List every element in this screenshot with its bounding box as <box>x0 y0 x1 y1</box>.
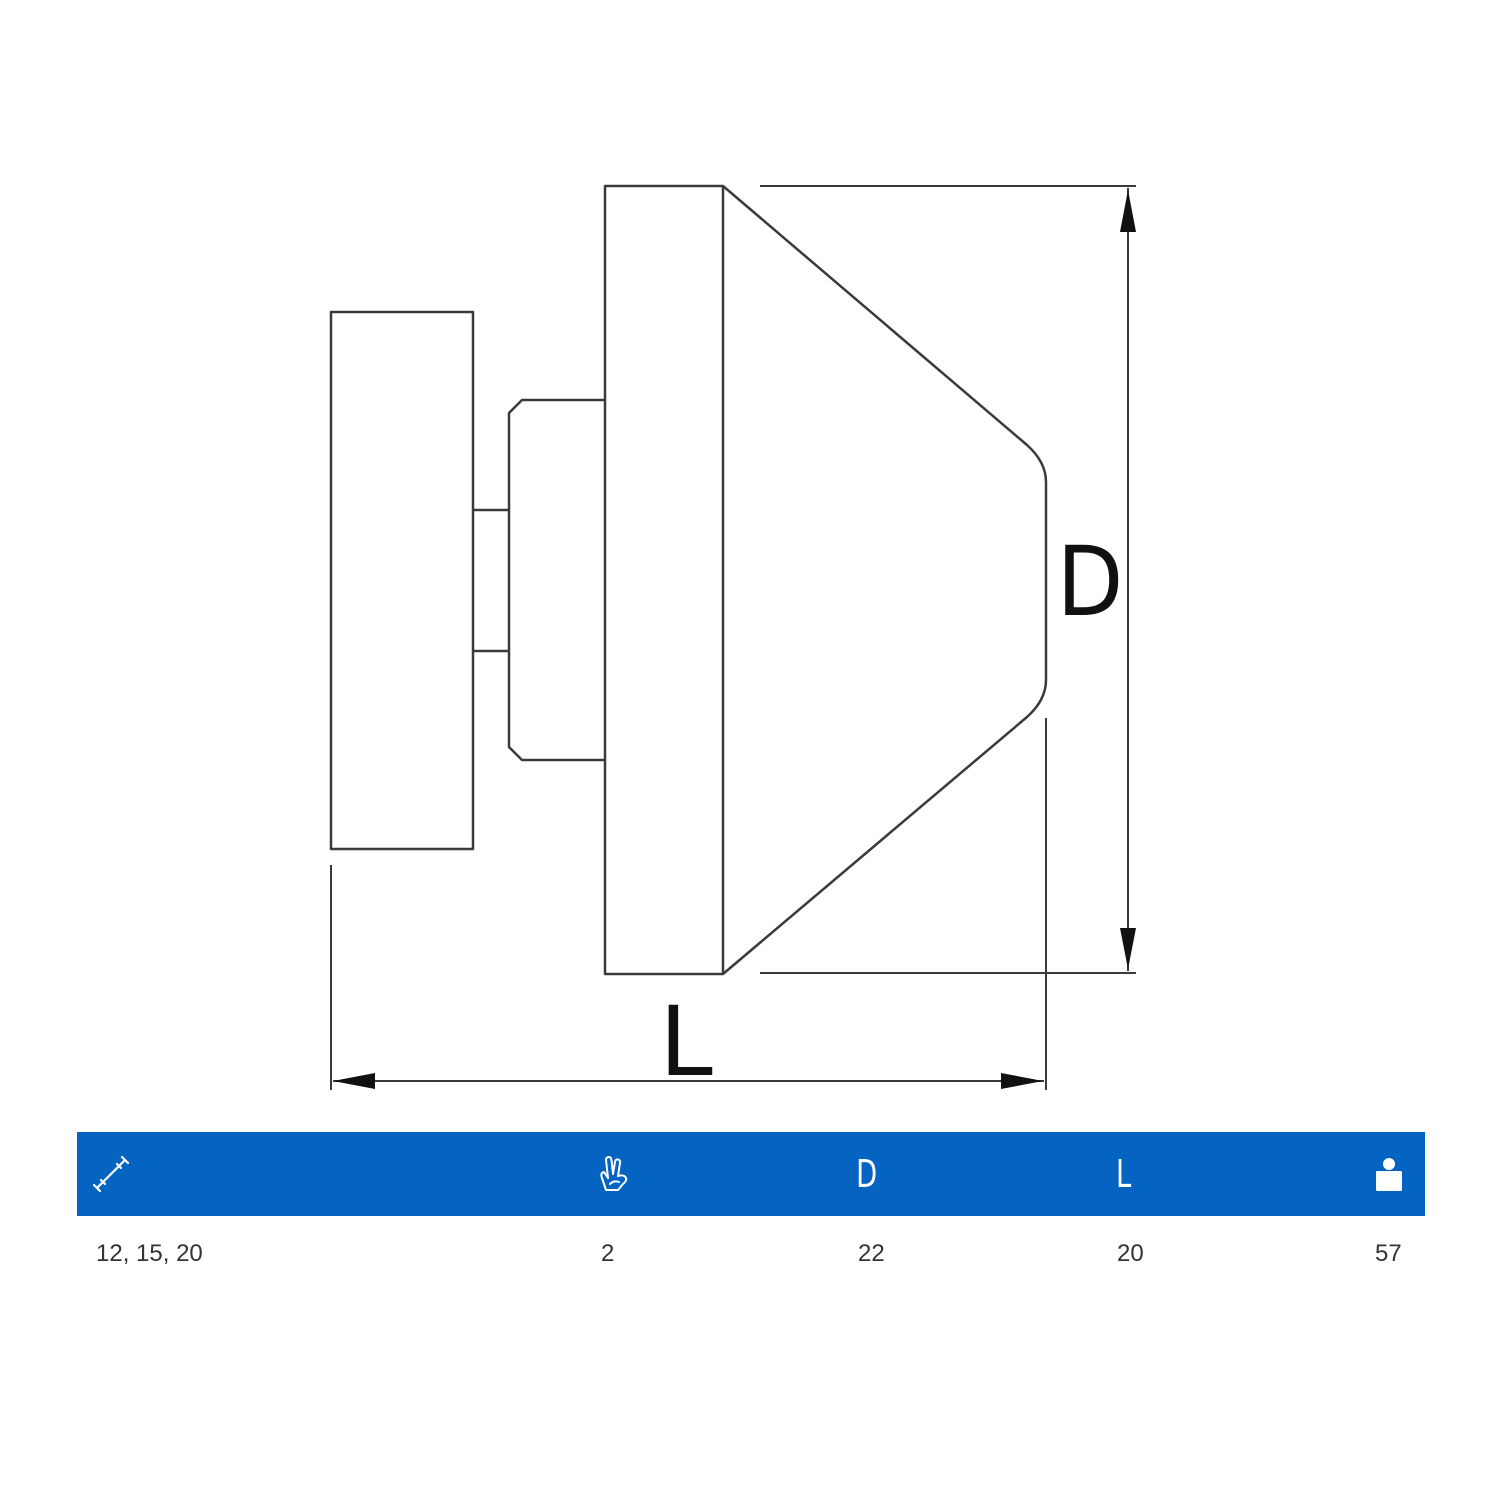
cell-weight: 57 <box>1375 1240 1402 1267</box>
spec-table-header: D L <box>77 1132 1425 1216</box>
header-cell-size <box>89 1132 133 1216</box>
hand-finger-icon <box>600 1156 628 1191</box>
header-cell-weight <box>1367 1132 1411 1216</box>
weight-icon <box>1376 1158 1402 1191</box>
size-range-icon <box>92 1155 130 1193</box>
l-dimension-label: L <box>659 986 712 1098</box>
d-dimension-label: D <box>1057 526 1124 638</box>
d-arrow-bottom <box>1120 928 1136 969</box>
cell-size: 12, 15, 20 <box>96 1240 203 1267</box>
technical-drawing: D L <box>329 184 1136 1098</box>
header-cell-fingers <box>589 1132 639 1216</box>
cell-d: 22 <box>858 1240 885 1267</box>
d-arrow-top <box>1120 190 1136 232</box>
l-arrow-left <box>333 1073 375 1089</box>
header-cell-l: L <box>1104 1132 1144 1216</box>
header-cell-d: D <box>847 1132 887 1216</box>
cell-l: 20 <box>1117 1240 1144 1267</box>
back-plate <box>329 310 475 851</box>
l-arrow-right <box>1001 1073 1043 1089</box>
header-label-d: D <box>856 1152 878 1196</box>
header-label-l: L <box>1116 1152 1132 1196</box>
hub <box>507 398 605 762</box>
spec-table-row: 12, 15, 20 2 22 20 57 <box>77 1232 1425 1276</box>
flange <box>603 184 725 976</box>
cell-fingers: 2 <box>601 1240 615 1267</box>
conical-head <box>722 185 1048 975</box>
